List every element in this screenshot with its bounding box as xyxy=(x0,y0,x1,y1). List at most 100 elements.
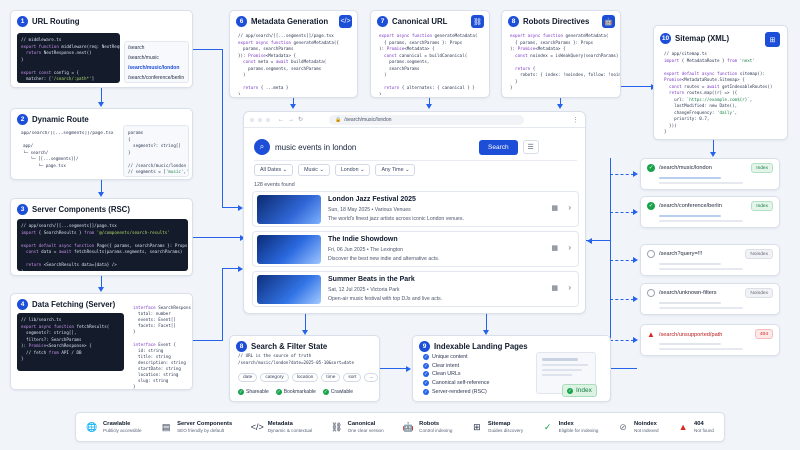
code-line: robots: { index: !noindex, follow: !noin… xyxy=(520,72,620,77)
calendar-icon[interactable]: ▦ xyxy=(551,205,558,212)
criteria-item: ✓Unique content xyxy=(423,354,468,361)
event-description: Open-air music festival with top DJs and… xyxy=(328,296,443,302)
check-icon: ✓ xyxy=(647,164,655,172)
result-count: 128 events found xyxy=(254,182,295,188)
back-arrow-icon[interactable]: ← xyxy=(278,116,284,123)
code-line: interface SearchResponse { xyxy=(133,305,191,310)
criteria-item: ✓Clean URLs xyxy=(423,371,461,378)
check-icon: ✓ xyxy=(423,380,429,387)
chevron-right-icon[interactable]: › xyxy=(568,203,571,212)
code-line: const canonical = buildCanonical( xyxy=(384,52,468,58)
code-line: })) xyxy=(664,122,677,128)
code-line: { xyxy=(128,136,131,142)
reload-icon[interactable]: ↻ xyxy=(298,117,304,123)
step-number: 9 xyxy=(419,341,430,352)
index-badge: ✓ Index xyxy=(562,384,597,397)
code-line: // segments = ['music','london'] xyxy=(128,169,189,174)
code-line: ) xyxy=(379,72,387,77)
filter-dropdown[interactable]: Music ⌄ xyxy=(298,164,330,176)
state-comment: // URL is the source of truth xyxy=(238,353,312,358)
code-line: return { xyxy=(515,65,536,71)
params-box: params{ segments?: string[]} // /search/… xyxy=(123,125,189,177)
search-input[interactable]: music events in london xyxy=(275,142,357,152)
filter-dropdown[interactable]: London ⌄ xyxy=(334,164,371,176)
step-number: 4 xyxy=(17,299,28,310)
code-line: } xyxy=(238,91,241,96)
filter-dropdown[interactable]: All Dates ⌄ xyxy=(254,164,294,176)
address-bar[interactable]: 🔒 /search/music/london xyxy=(329,114,525,125)
check-icon: ✓ xyxy=(647,202,655,210)
card-title: Server Components (RSC) xyxy=(32,205,130,214)
code-line: description: string xyxy=(133,359,186,365)
event-description: The world's finest jazz artists across i… xyxy=(328,216,464,222)
sitemap-icon: ⊞ xyxy=(765,32,780,47)
chevron-right-icon[interactable]: › xyxy=(568,243,571,252)
check-icon: ✓ xyxy=(275,389,282,395)
globe-icon: 🌐 xyxy=(86,421,98,432)
legend-title: Server Components xyxy=(177,421,233,427)
warning-icon: ▲ xyxy=(647,330,655,339)
route-item: /search/music/london xyxy=(128,65,180,71)
route-tree: app/└─ search/ └─ [[...segments]]/ └─ pa… xyxy=(23,143,78,169)
search-button[interactable]: Search xyxy=(479,139,518,155)
legend-title: Canonical xyxy=(347,421,376,427)
legend-title: Metadata xyxy=(267,421,293,427)
types-code: interface SearchResponse { total: number… xyxy=(133,305,191,389)
filter-settings-icon[interactable]: ☰ xyxy=(522,140,539,154)
filter-dropdown[interactable]: Any Time ⌄ xyxy=(375,164,416,176)
code-line: } xyxy=(510,85,513,90)
code-line: location: string xyxy=(133,372,179,378)
code-line: id: string xyxy=(133,347,164,353)
state-flag: ✓Crawlable xyxy=(322,389,353,395)
code-line: params.segments, xyxy=(379,59,430,64)
check-icon: ✓ xyxy=(423,371,429,378)
code-line: segments?: string[] xyxy=(128,143,181,148)
menu-icon[interactable]: ⋮ xyxy=(572,116,579,124)
forward-arrow-icon[interactable]: → xyxy=(288,116,294,123)
code-line: const data = await fetchResults(params.s… xyxy=(26,249,183,254)
calendar-icon[interactable]: ▦ xyxy=(551,245,558,252)
code-line: } xyxy=(21,356,24,361)
code-line: export function middleware(req: NextRequ… xyxy=(21,43,120,49)
code-line: total: number xyxy=(133,311,171,317)
code-line: }): Promise<Metadata> { xyxy=(238,52,297,58)
code-line: return <SearchResults data={data} /> xyxy=(26,262,117,267)
card-title: Metadata Generation xyxy=(251,17,329,26)
code-line: url: `https://example.com${r}`, xyxy=(664,96,753,102)
event-thumbnail xyxy=(257,275,321,304)
address-url: /search/music/london xyxy=(344,116,392,123)
step-number: 8 xyxy=(236,341,247,352)
code-line: matcher: ['/search/:path*'] xyxy=(21,76,95,81)
code-line: searchParams xyxy=(379,65,420,71)
legend-title: Robots xyxy=(419,421,440,427)
code-line: └─ [[...segments]]/ xyxy=(23,156,79,161)
legend-title: 404 xyxy=(694,421,704,427)
code-line: return { alternates: { canonical } } xyxy=(384,85,475,90)
code-line: // middleware.ts xyxy=(21,37,62,42)
criteria-item: ✓Clear intent xyxy=(423,362,460,369)
state-param-chip: location xyxy=(291,373,319,382)
state-url: /search/music/london?date=2025-05-10&sor… xyxy=(238,360,354,365)
indexable-criteria: ✓Unique content✓Clear intent✓Clean URLs✓… xyxy=(423,353,489,396)
code-line: startDate: string xyxy=(133,365,181,371)
chevron-right-icon[interactable]: › xyxy=(568,283,571,292)
browser-toolbar: ← → ↻ 🔒 /search/music/london ⋮ xyxy=(244,112,585,128)
legend-title: Crawlable xyxy=(103,421,131,427)
calendar-icon[interactable]: ▦ xyxy=(551,285,558,292)
code-line: export async function generateMetadata( xyxy=(379,33,478,38)
card-title: Canonical URL xyxy=(392,17,448,26)
step-number: 2 xyxy=(17,114,28,125)
criteria-item: ✓Canonical self-reference xyxy=(423,380,490,387)
code-line: // app/search/[[...segments]]/page.tsx xyxy=(238,33,334,38)
